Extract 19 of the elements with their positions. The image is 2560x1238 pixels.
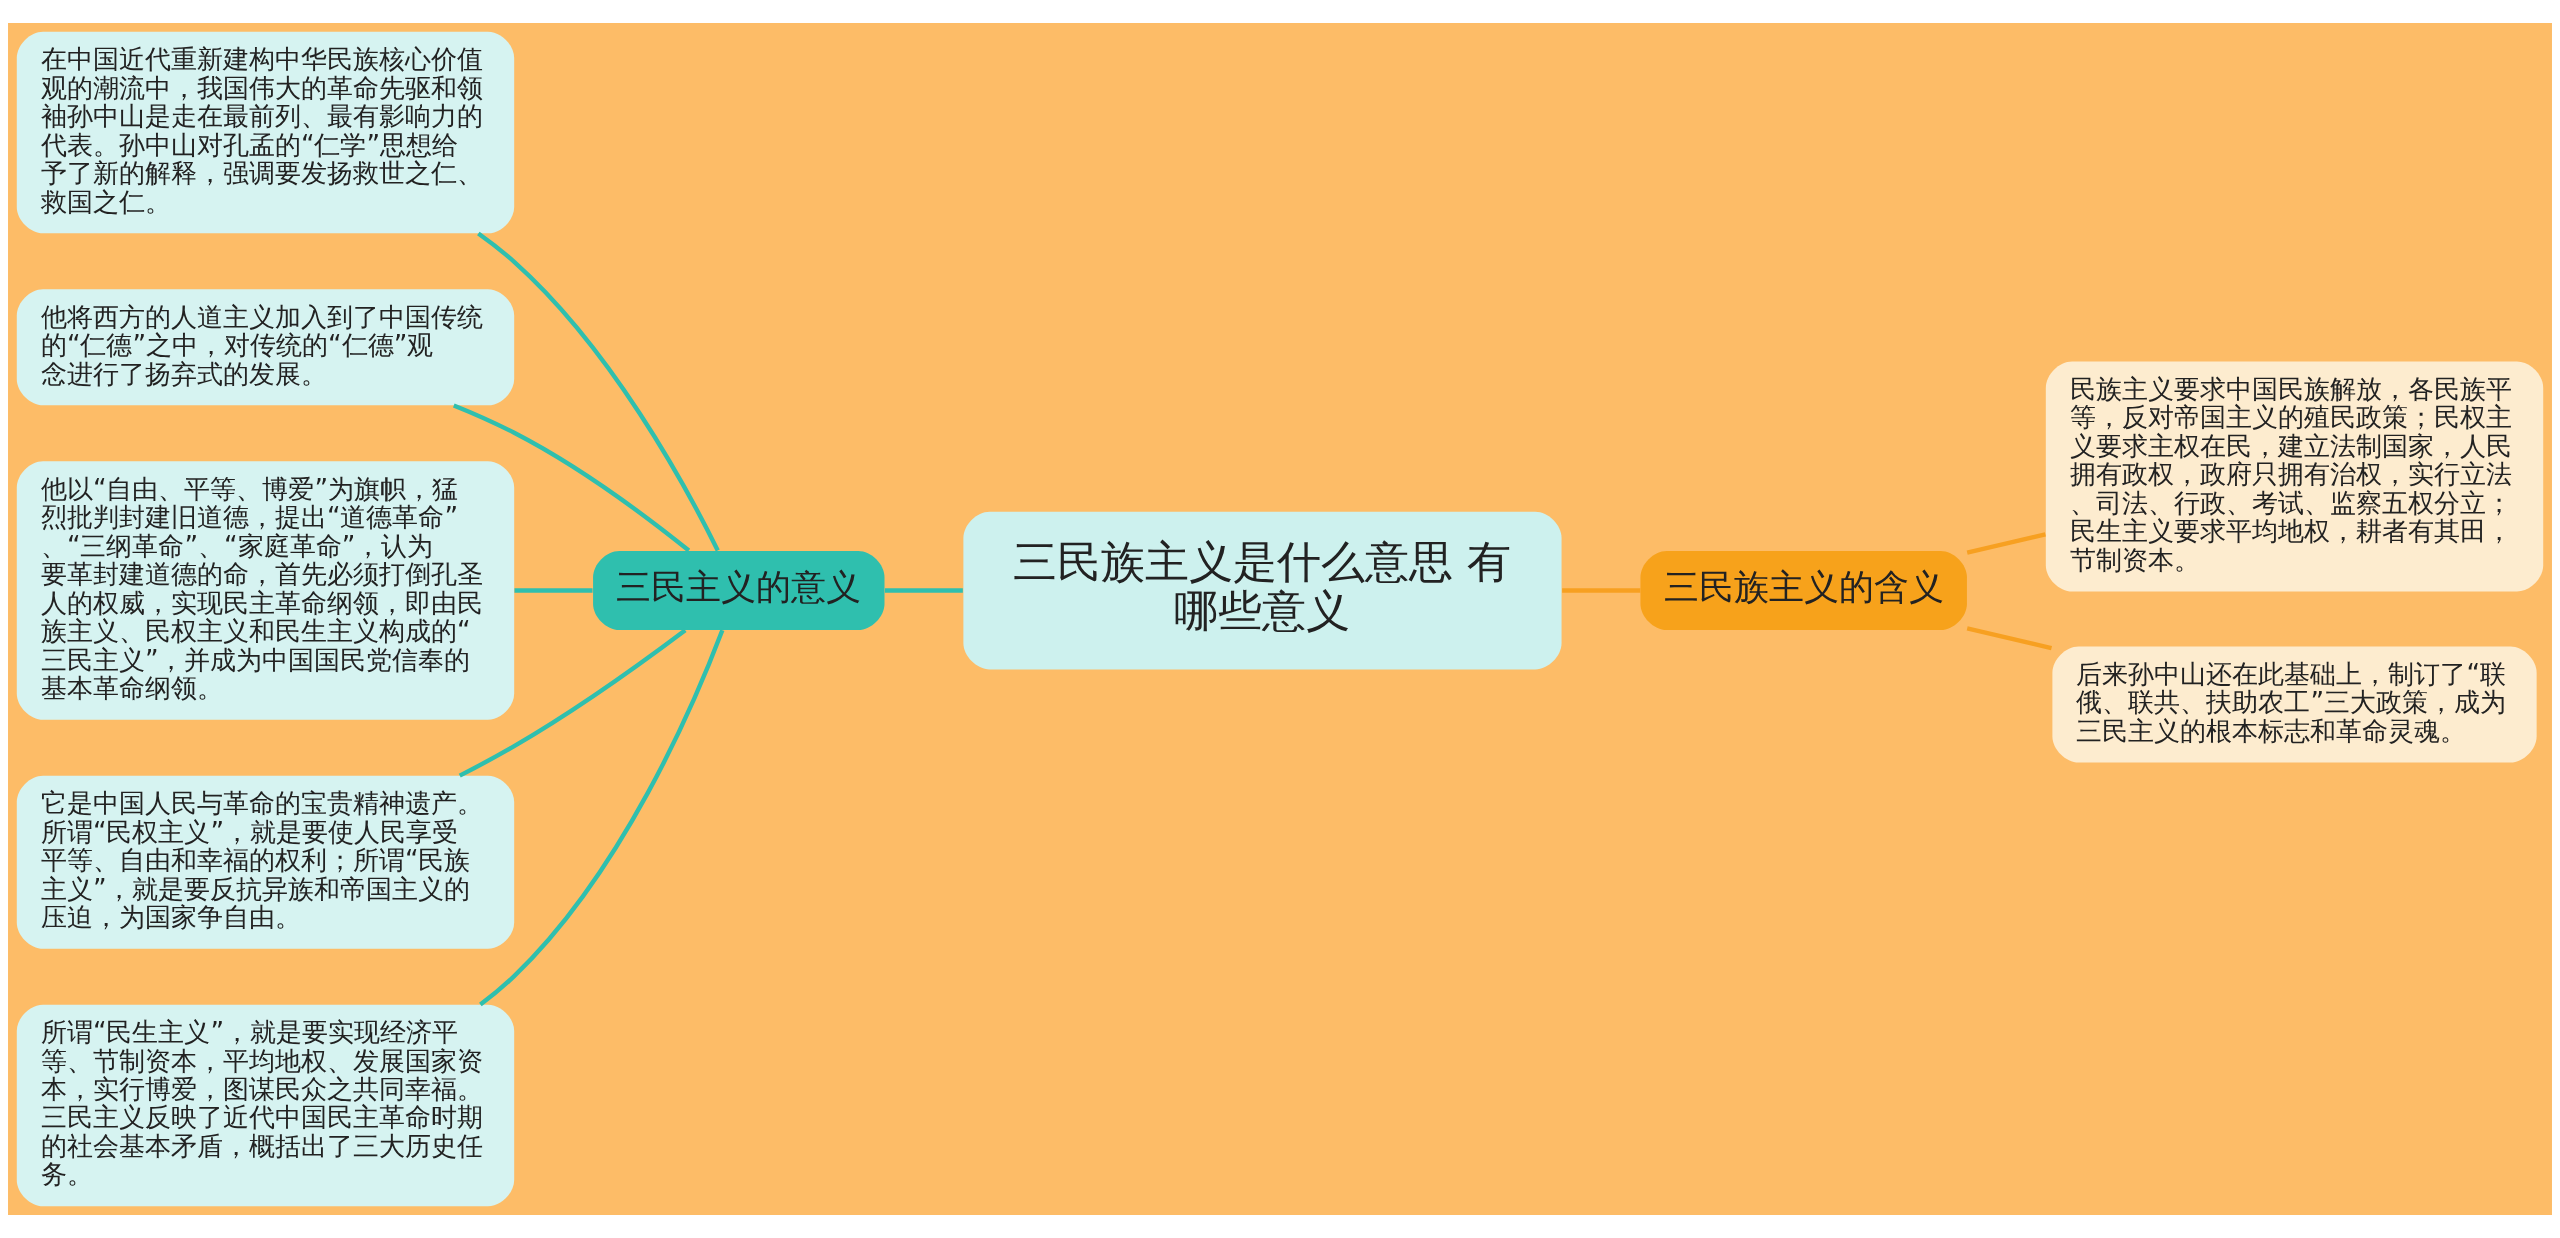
- node-box: 他以“自由、平等、博爱”为旗帜，猛烈批判封建旧道德，提出“道德革命”、“三纲革命”、“家庭革命”，认为要革封建道德的命，首先必须打倒孔圣人的权威，实现民主革命纲领，即由民族主义、民权主义和民生主义构成的“三民主义”，并成为中国国民党信奉的基本革命纲领。: [16, 461, 515, 720]
- connector: [1966, 626, 2052, 651]
- node-box: 三民族主义是什么意思 有哪些意义: [963, 511, 1562, 670]
- connector: [452, 403, 691, 553]
- connector: [1966, 532, 2046, 555]
- connector: [477, 231, 720, 552]
- node-box: 三民族主义的含义: [1640, 551, 1967, 630]
- node-box: 在中国近代重新建构中华民族核心价值观的潮流中，我国伟大的革命先驱和领袖孙中山是走在最前列、最有影响力的代表。孙中山对孔孟的“仁学”思想给予了新的解释，强调要发扬救世之仁、救国之仁。: [16, 31, 515, 234]
- node-box: 后来孙中山还在此基础上，制订了“联俄、联共、扶助农工”三大政策，成为三民主义的根本标志和革命灵魂。: [2052, 646, 2537, 763]
- node-box: 它是中国人民与革命的宝贵精神遗产。所谓“民权主义”，就是要使人民享受平等、自由和幸福的权利；所谓“民族主义”，就是要反抗异族和帝国主义的压迫，为国家争自由。: [16, 775, 515, 949]
- connector: [1562, 588, 1641, 593]
- node-box: 所谓“民生主义”，就是要实现经济平等、节制资本，平均地权、发展国家资本，实行博爱，图谋民众之共同幸福。三民主义反映了近代中国民主革命时期的社会基本矛盾，概括出了三大历史任务。: [16, 1004, 515, 1207]
- node-box: 三民主义的意义: [593, 551, 885, 630]
- connector: [479, 629, 725, 1007]
- node-box: 他将西方的人道主义加入到了中国传统的“仁德”之中，对传统的“仁德”观念进行了扬弃式的发展。: [16, 289, 515, 406]
- connector: [458, 628, 687, 778]
- node-box: 民族主义要求中国民族解放，各民族平等，反对帝国主义的殖民政策；民权主义要求主权在民，建立法制国家，人民拥有政权，政府只拥有治权，实行立法、司法、行政、考试、监察五权分立；民生主义要求平均地权，耕者有其田，节制资本。: [2045, 361, 2544, 592]
- connector: [884, 588, 963, 593]
- connector: [514, 588, 593, 593]
